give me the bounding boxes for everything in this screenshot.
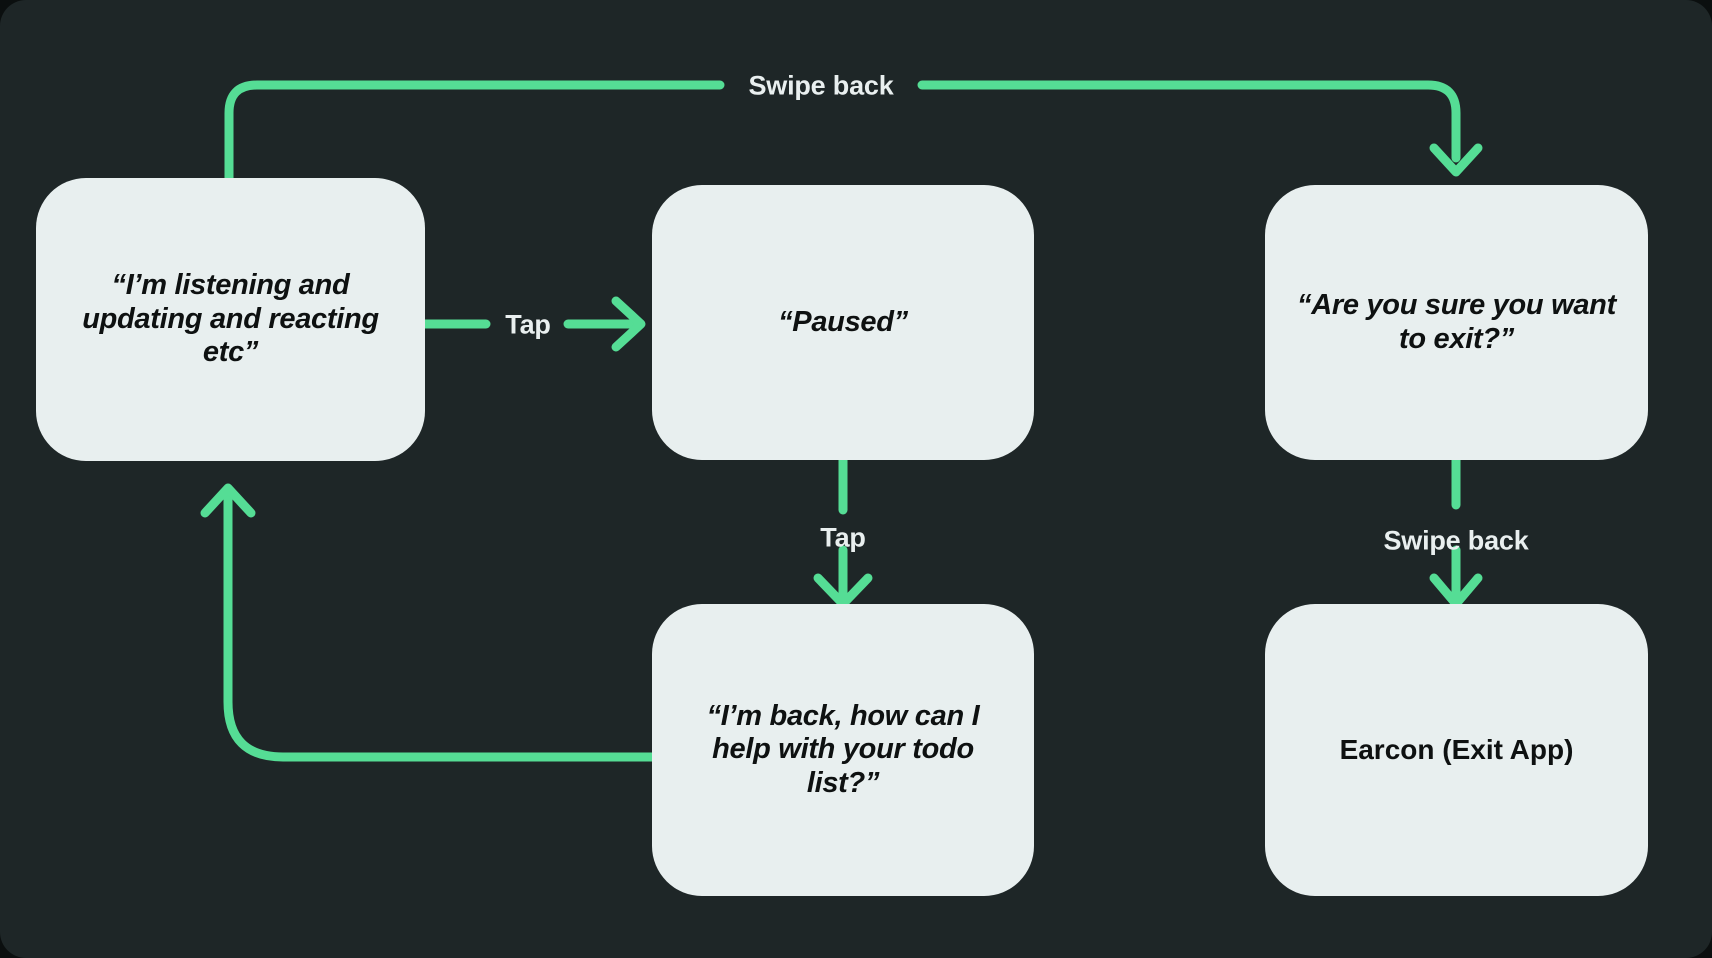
arrowhead-confirm-exit-top — [1429, 143, 1483, 177]
node-paused-label: “Paused” — [778, 305, 908, 338]
edge-label-swipe-back-top: Swipe back — [748, 70, 894, 101]
edge-listening-to-confirm-right — [917, 80, 1461, 163]
node-paused[interactable]: “Paused” — [652, 185, 1034, 460]
edge-label-tap-horizontal: Tap — [505, 309, 551, 340]
node-back-label: “I’m back, how can I help with your todo… — [706, 699, 980, 799]
arrowhead-listening-bottom — [200, 483, 256, 518]
node-listening-label: “I’m listening and updating and reacting… — [82, 269, 379, 369]
arrowhead-back-top — [813, 573, 873, 609]
node-listening[interactable]: “I’m listening and updating and reacting… — [36, 178, 425, 461]
node-confirm-exit[interactable]: “Are you sure you want to exit?” — [1265, 185, 1648, 460]
edge-listening-to-confirm-left — [224, 80, 725, 183]
node-earcon-label: Earcon (Exit App) — [1339, 733, 1574, 765]
arrowhead-earcon-top — [1429, 573, 1483, 609]
node-confirm-exit-label: “Are you sure you want to exit?” — [1297, 288, 1616, 355]
edge-label-tap-vertical: Tap — [820, 522, 866, 553]
node-earcon[interactable]: Earcon (Exit App) — [1265, 604, 1648, 896]
edge-label-swipe-back-right: Swipe back — [1383, 525, 1529, 556]
edge-back-to-listening — [223, 485, 657, 762]
arrowhead-paused-left — [611, 296, 646, 352]
node-back[interactable]: “I’m back, how can I help with your todo… — [652, 604, 1034, 896]
